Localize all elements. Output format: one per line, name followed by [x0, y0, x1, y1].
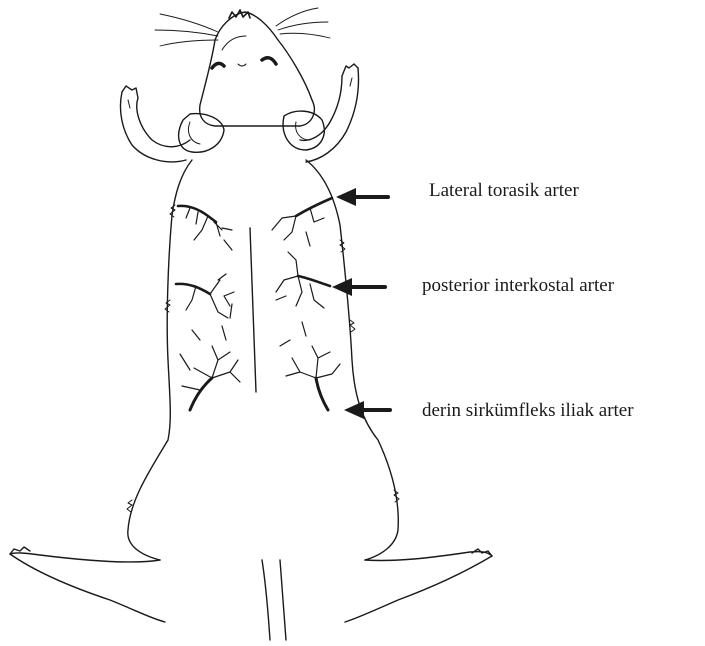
left-vessel-tree — [176, 206, 240, 410]
ventral-midline — [250, 228, 256, 392]
front-limbs — [120, 64, 358, 162]
label-deep-circumflex-iliac-artery: derin sirkümfleks iliak arter — [422, 400, 634, 422]
ears — [179, 111, 325, 152]
hind-limbs — [10, 547, 492, 622]
arrow-posterior-intercostal — [332, 278, 385, 296]
right-vessel-tree — [272, 198, 340, 410]
arrow-deep-circumflex-iliac — [344, 401, 390, 419]
torso — [127, 160, 399, 560]
rat-head — [200, 10, 315, 126]
whiskers — [155, 8, 330, 46]
tail — [262, 560, 286, 640]
arrow-lateral-thoracic — [336, 188, 388, 206]
label-lateral-thoracic-artery: Lateral torasik arter — [429, 180, 579, 202]
pointer-arrows — [332, 188, 390, 419]
label-posterior-intercostal-artery: posterior interkostal arter — [422, 275, 614, 297]
